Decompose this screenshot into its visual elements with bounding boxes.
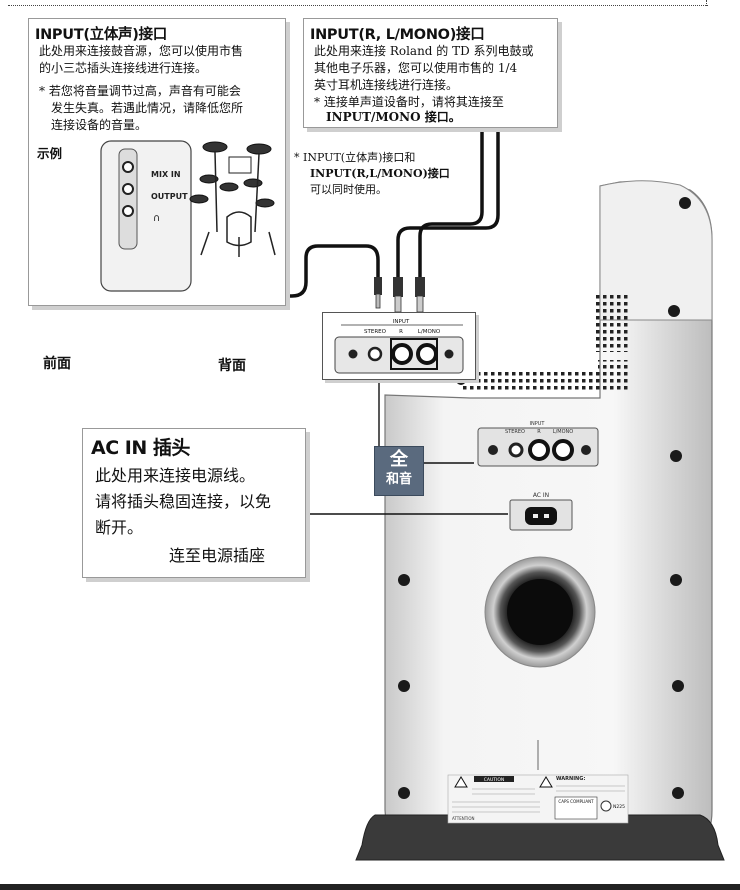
front-label: 前面 <box>43 353 71 373</box>
stereo-note1: * 若您将音量调节过高，声音有可能会 <box>39 83 241 100</box>
zoom-input-label: INPUT <box>393 319 410 325</box>
ac-line1: 此处用来连接电源线。 <box>95 463 255 489</box>
mono-line3: 英寸耳机连接线进行连接。 <box>314 77 458 94</box>
watermark-line2: 和音 <box>375 471 423 489</box>
watermark-logo: 全 和音 <box>374 446 424 496</box>
bottom-border <box>0 884 740 890</box>
r-plug <box>393 277 403 312</box>
ac-line4: 连至电源插座 <box>169 543 265 569</box>
callout-ac-in: AC IN 插头 此处用来连接电源线。 请将插头稳固连接，以免 断开。 连至电源… <box>82 428 306 578</box>
zoom-r-label: R <box>399 329 403 335</box>
example-label: 示例 <box>37 143 62 162</box>
back-label: 背面 <box>218 355 246 375</box>
side-note-line1: * INPUT(立体声)接口和 <box>294 150 415 166</box>
zoom-lmono-label: L/MONO <box>418 329 441 335</box>
side-note-line3: 可以同时使用。 <box>310 182 387 198</box>
ac-line2: 请将插头稳固连接，以免 <box>95 489 271 515</box>
side-note-line2: INPUT(R,L/MONO)接口 <box>310 166 450 182</box>
ac-line3: 断开。 <box>95 515 143 541</box>
callout-input-stereo: INPUT(立体声)接口 此处用来连接鼓音源，您可以使用市售 的小三芯插头连接线… <box>28 18 286 306</box>
stereo-note2: 发生失真。若遇此情况，请降低您所 <box>51 100 243 117</box>
stereo-line1: 此处用来连接鼓音源，您可以使用市售 <box>39 43 243 60</box>
mono-title: INPUT(R, L/MONO)接口 <box>310 23 484 44</box>
mixer-output-label: OUTPUT <box>151 192 188 201</box>
stereo-line2: 的小三芯插头连接线进行连接。 <box>39 60 207 77</box>
stereo-plug <box>374 277 382 308</box>
example-illustration: MIX IN OUTPUT ∩ <box>69 137 279 302</box>
zoom-stereo-label: STEREO <box>364 329 387 335</box>
l-plug <box>415 277 425 312</box>
mono-line1: 此处用来连接 Roland 的 TD 系列电鼓或 <box>314 43 534 60</box>
stereo-title: INPUT(立体声)接口 <box>35 23 167 44</box>
mono-line2: 其他电子乐器，您可以使用市售的 1/4 <box>314 60 517 77</box>
headphone-icon: ∩ <box>153 213 160 224</box>
mixer-in-label: MIX IN <box>151 170 181 179</box>
watermark-line1: 全 <box>375 449 423 471</box>
input-panel-zoom: INPUT STEREO R L/MONO <box>322 312 476 380</box>
stereo-note3: 连接设备的音量。 <box>51 117 147 134</box>
ac-title: AC IN 插头 <box>91 433 190 460</box>
callout-input-mono: INPUT(R, L/MONO)接口 此处用来连接 Roland 的 TD 系列… <box>303 18 558 128</box>
mono-note2: INPUT/MONO 接口。 <box>326 109 461 126</box>
